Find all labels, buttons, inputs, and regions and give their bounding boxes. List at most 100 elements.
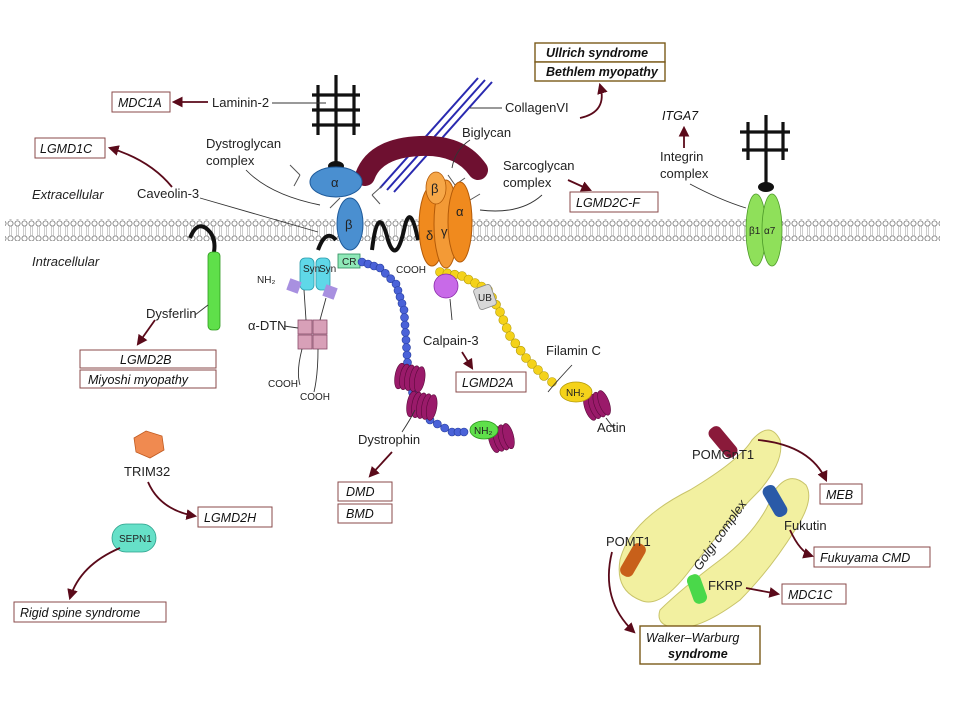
- sarcoglycan-beta-label: β: [431, 181, 438, 196]
- filamin-bead: [498, 315, 509, 325]
- filamin-bead: [505, 331, 515, 341]
- dmd-box: [337, 481, 393, 502]
- ullrich-text: Ullrich syndrome: [546, 46, 648, 60]
- meb-box: [819, 483, 863, 505]
- dystrophin-bead: [399, 305, 409, 315]
- sarcoglycan-delta-label: δ: [426, 228, 433, 243]
- dystroglycan-label-1: Dystroglycan: [206, 136, 281, 151]
- dtn-cooh-1: COOH: [268, 379, 298, 390]
- golgi-complex-shape: [618, 429, 782, 603]
- cr-label: CR: [342, 257, 356, 268]
- dtn-label: α-DTN: [248, 318, 287, 333]
- lgmd2h-text: LGMD2H: [204, 511, 257, 525]
- filamin-bead: [495, 307, 505, 317]
- dtn-cooh-2: COOH: [300, 392, 330, 403]
- dystrophin-bead: [401, 335, 411, 345]
- trim32-hexagon: [133, 430, 165, 459]
- walker-warburg-text-2: syndrome: [668, 647, 728, 661]
- ub-label: UB: [478, 293, 492, 304]
- sarcospan-loops: [370, 215, 420, 253]
- miyoshi-text: Miyoshi myopathy: [88, 373, 189, 387]
- integrin-laminin-end: [758, 182, 774, 192]
- lgmd2cf-box: [569, 191, 659, 213]
- filamin-label: Filamin C: [546, 343, 601, 358]
- integrin-label-2: complex: [660, 166, 709, 181]
- actin-spring: [583, 390, 611, 421]
- filamin-bead: [527, 359, 537, 369]
- dystroglycan-label-2: complex: [206, 153, 255, 168]
- dtn-leader: [283, 325, 299, 329]
- mdc1a-box: [111, 91, 171, 113]
- dystrophin-bead: [400, 320, 410, 330]
- pomt1-label: POMT1: [606, 534, 651, 549]
- dmd-text: DMD: [346, 485, 374, 499]
- pdz-domain-left: [286, 278, 302, 294]
- biglycan-shape: [355, 135, 488, 186]
- walker-warburg-box: [639, 625, 761, 665]
- dtn-tails: [297, 348, 319, 393]
- dystrophin-bead: [459, 427, 469, 437]
- dysferlin-shape: [207, 251, 221, 331]
- dysferlin-label: Dysferlin: [146, 306, 197, 321]
- caveolin-3-shape: [188, 224, 217, 253]
- alpha-dystroglycan: [309, 166, 363, 198]
- syntrophin-right-label: Syn: [319, 264, 336, 275]
- dtn-link: [303, 289, 327, 321]
- filamin-bead: [521, 353, 531, 363]
- filamin-bead: [547, 377, 557, 387]
- integrin-laminin-structure: [740, 115, 790, 185]
- dystrophin-bead: [375, 263, 385, 273]
- laminin-structure: [312, 75, 360, 165]
- caveolin-label: Caveolin-3: [137, 186, 199, 201]
- dystrophin-spring: [502, 423, 515, 450]
- mdc1c-box: [781, 583, 847, 605]
- rigid-spine-box: [13, 601, 167, 623]
- lgmd2h-box: [197, 506, 273, 528]
- fukuyama-text: Fukuyama CMD: [820, 551, 910, 565]
- lgmd1c-box: [34, 137, 106, 159]
- calpain-3-shape: [433, 273, 459, 299]
- bethlem-box: [534, 61, 666, 82]
- fkrp-shape: [686, 574, 708, 604]
- intracellular-label: Intracellular: [32, 254, 100, 269]
- ub-domain: [473, 284, 497, 310]
- dystrophin-bead: [402, 343, 411, 352]
- sepn1-label: SEPN1: [119, 534, 152, 545]
- pomgnt1-label: POMGnT1: [692, 447, 754, 462]
- beta-dystroglycan-label: β: [345, 217, 352, 232]
- dystrophin-bead: [381, 269, 390, 278]
- fukutin-label: Fukutin: [784, 518, 827, 533]
- disease-arrows: [67, 82, 828, 634]
- sarcoglycan-label-2: complex: [503, 175, 552, 190]
- integrin-beta1-label: β1: [749, 226, 761, 237]
- caveolin-loop-left: [316, 233, 338, 251]
- collagen-vi-fibers: [379, 77, 493, 193]
- dystrophin-bead: [440, 423, 449, 433]
- fukutin-shape: [762, 484, 788, 518]
- filamin-bead: [515, 345, 526, 356]
- dystrophin-spring: [425, 394, 438, 421]
- lgmd1c-text: LGMD1C: [40, 142, 93, 156]
- cell-membrane: [5, 219, 940, 241]
- syntrophin-nh2-label: NH₂: [257, 275, 275, 286]
- sarcoglycan-alpha-label: α: [456, 204, 464, 219]
- lgmd2b-text: LGMD2B: [120, 353, 171, 367]
- actin-spring: [597, 390, 611, 416]
- itga7-text: ITGA7: [662, 109, 699, 123]
- miyoshi-box: [79, 369, 217, 389]
- mdc1c-text: MDC1C: [788, 588, 833, 602]
- pomt1-shape: [620, 543, 646, 577]
- lgmd2a-text: LGMD2A: [462, 376, 513, 390]
- trim32-label: TRIM32: [124, 464, 170, 479]
- integrin-label-1: Integrin: [660, 149, 703, 164]
- lgmd2cf-text: LGMD2C-F: [576, 196, 641, 210]
- filamin-bead: [539, 371, 549, 381]
- leader-lines: [194, 102, 747, 433]
- biglycan-label: Biglycan: [462, 125, 511, 140]
- bmd-box: [337, 503, 393, 524]
- lgmd2a-box: [455, 371, 527, 393]
- dystrophin-label: Dystrophin: [358, 432, 420, 447]
- syntrophin-left-label: Syn: [303, 264, 320, 275]
- dystrophin-nh2-label: NH₂: [474, 426, 492, 437]
